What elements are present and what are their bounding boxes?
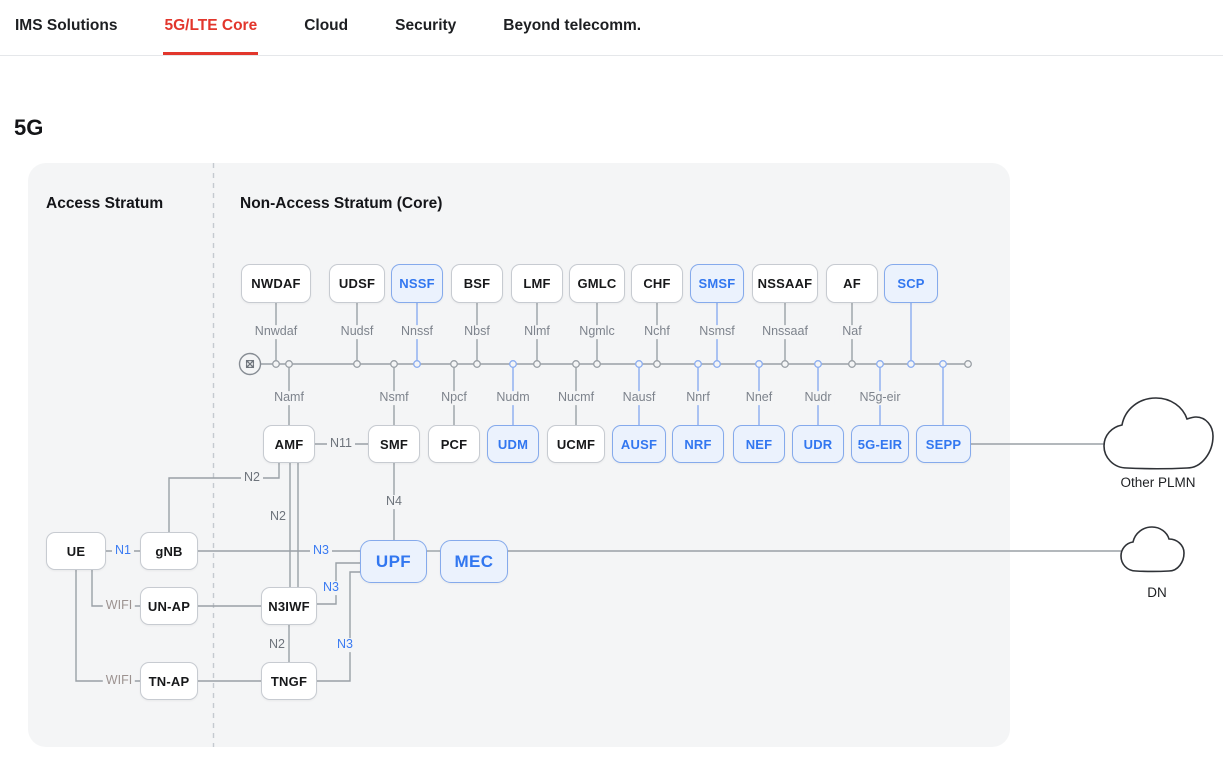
sbi-label-nausf: Nausf	[619, 390, 659, 405]
ref-point-label-n1: N1	[112, 543, 134, 558]
nf-node-nssf: NSSF	[391, 264, 443, 303]
nav-tab-ims-solutions[interactable]: IMS Solutions	[15, 17, 118, 34]
ref-point-label-n4: N4	[383, 494, 405, 509]
gray-connectors	[75, 303, 1121, 682]
sbi-label-nlmf: Nlmf	[521, 324, 553, 339]
nav-tab-5g-lte-core[interactable]: 5G/LTE Core	[163, 17, 259, 55]
sbi-label-nsmf: Nsmf	[376, 390, 412, 405]
ref-point-label-wifi_un: WIFI	[102, 598, 136, 613]
nf-node-smf: SMF	[368, 425, 420, 463]
sbi-label-nnssaaf: Nnssaaf	[759, 324, 811, 339]
nf-node-pcf: PCF	[428, 425, 480, 463]
nf-node-unap: UN-AP	[140, 587, 198, 625]
sbi-label-nnssf: Nnssf	[398, 324, 436, 339]
nf-node-geir: 5G-EIR	[851, 425, 909, 463]
nf-node-chf: CHF	[631, 264, 683, 303]
nf-node-ucmf: UCMF	[547, 425, 605, 463]
sbi-label-namf: Namf	[271, 390, 307, 405]
nf-node-udr: UDR	[792, 425, 844, 463]
bus-node-dots	[272, 360, 972, 368]
top-nav: IMS Solutions 5G/LTE Core Cloud Security…	[0, 0, 1223, 56]
nav-tab-cloud[interactable]: Cloud	[304, 17, 349, 34]
other-plmn-cloud	[1103, 397, 1214, 470]
nf-node-nrf: NRF	[672, 425, 724, 463]
sbi-label-nudm: Nudm	[493, 390, 533, 405]
sbi-label-nucmf: Nucmf	[554, 390, 598, 405]
nf-node-udm: UDM	[487, 425, 539, 463]
nf-node-udsf: UDSF	[329, 264, 385, 303]
nf-node-nwdaf: NWDAF	[241, 264, 311, 303]
page-title: 5G	[14, 114, 44, 140]
sbi-label-nnef: Nnef	[742, 390, 776, 405]
ref-point-label-wifi_tn: WIFI	[102, 673, 136, 688]
section-title-core: Non-Access Stratum (Core)	[240, 195, 443, 212]
mesh-interconnect-icon	[238, 352, 262, 376]
nf-node-mec: MEC	[440, 540, 508, 583]
section-title-access-stratum: Access Stratum	[46, 195, 164, 212]
sbi-label-nudr: Nudr	[801, 390, 835, 405]
ref-point-label-n3_tngf: N3	[334, 637, 356, 652]
sbi-label-n5geir: N5g-eir	[856, 390, 904, 405]
nf-node-nef: NEF	[733, 425, 785, 463]
nf-node-smsf: SMSF	[690, 264, 744, 303]
sbi-label-nbsf: Nbsf	[461, 324, 493, 339]
ref-point-label-n3_gnb: N3	[310, 543, 332, 558]
nf-node-ausf: AUSF	[612, 425, 666, 463]
sbi-label-nnrf: Nnrf	[683, 390, 713, 405]
nav-tab-security[interactable]: Security	[395, 17, 457, 34]
dn-label: DN	[1147, 585, 1167, 600]
sbi-label-nudsf: Nudsf	[337, 324, 377, 339]
nf-node-tngf: TNGF	[261, 662, 317, 700]
nf-node-scp: SCP	[884, 264, 938, 303]
ref-point-label-n2_gnb: N2	[241, 470, 263, 485]
clouds	[1103, 397, 1214, 573]
nf-node-sepp: SEPP	[916, 425, 971, 463]
nf-node-gmlc: GMLC	[569, 264, 625, 303]
dn-cloud	[1120, 526, 1185, 573]
nf-node-nssaaf: NSSAAF	[752, 264, 818, 303]
other-plmn-label: Other PLMN	[1120, 475, 1196, 490]
nf-node-upf: UPF	[360, 540, 427, 583]
ref-point-label-n3_n3iwf: N3	[320, 580, 342, 595]
nf-node-amf: AMF	[263, 425, 315, 463]
ref-point-label-n11: N11	[326, 436, 356, 451]
nf-node-tnap: TN-AP	[140, 662, 198, 700]
ref-point-label-n2_amf: N2	[267, 509, 289, 524]
nf-node-af: AF	[826, 264, 878, 303]
sbi-label-nsmsf: Nsmsf	[696, 324, 738, 339]
sbi-label-npcf: Npcf	[438, 390, 470, 405]
sbi-label-nchf: Nchf	[641, 324, 673, 339]
sbi-label-naf: Naf	[839, 324, 865, 339]
nf-node-bsf: BSF	[451, 264, 503, 303]
nf-node-n3iwf: N3IWF	[261, 587, 317, 625]
nf-node-lmf: LMF	[511, 264, 563, 303]
nav-tab-beyond-telecomm[interactable]: Beyond telecomm.	[503, 17, 642, 34]
sbi-label-ngmlc: Ngmlc	[576, 324, 618, 339]
nf-node-gnb: gNB	[140, 532, 198, 570]
nf-node-ue: UE	[46, 532, 106, 570]
sbi-label-nnwdaf: Nnwdaf	[251, 324, 301, 339]
ref-point-label-n2_tngf: N2	[266, 637, 288, 652]
